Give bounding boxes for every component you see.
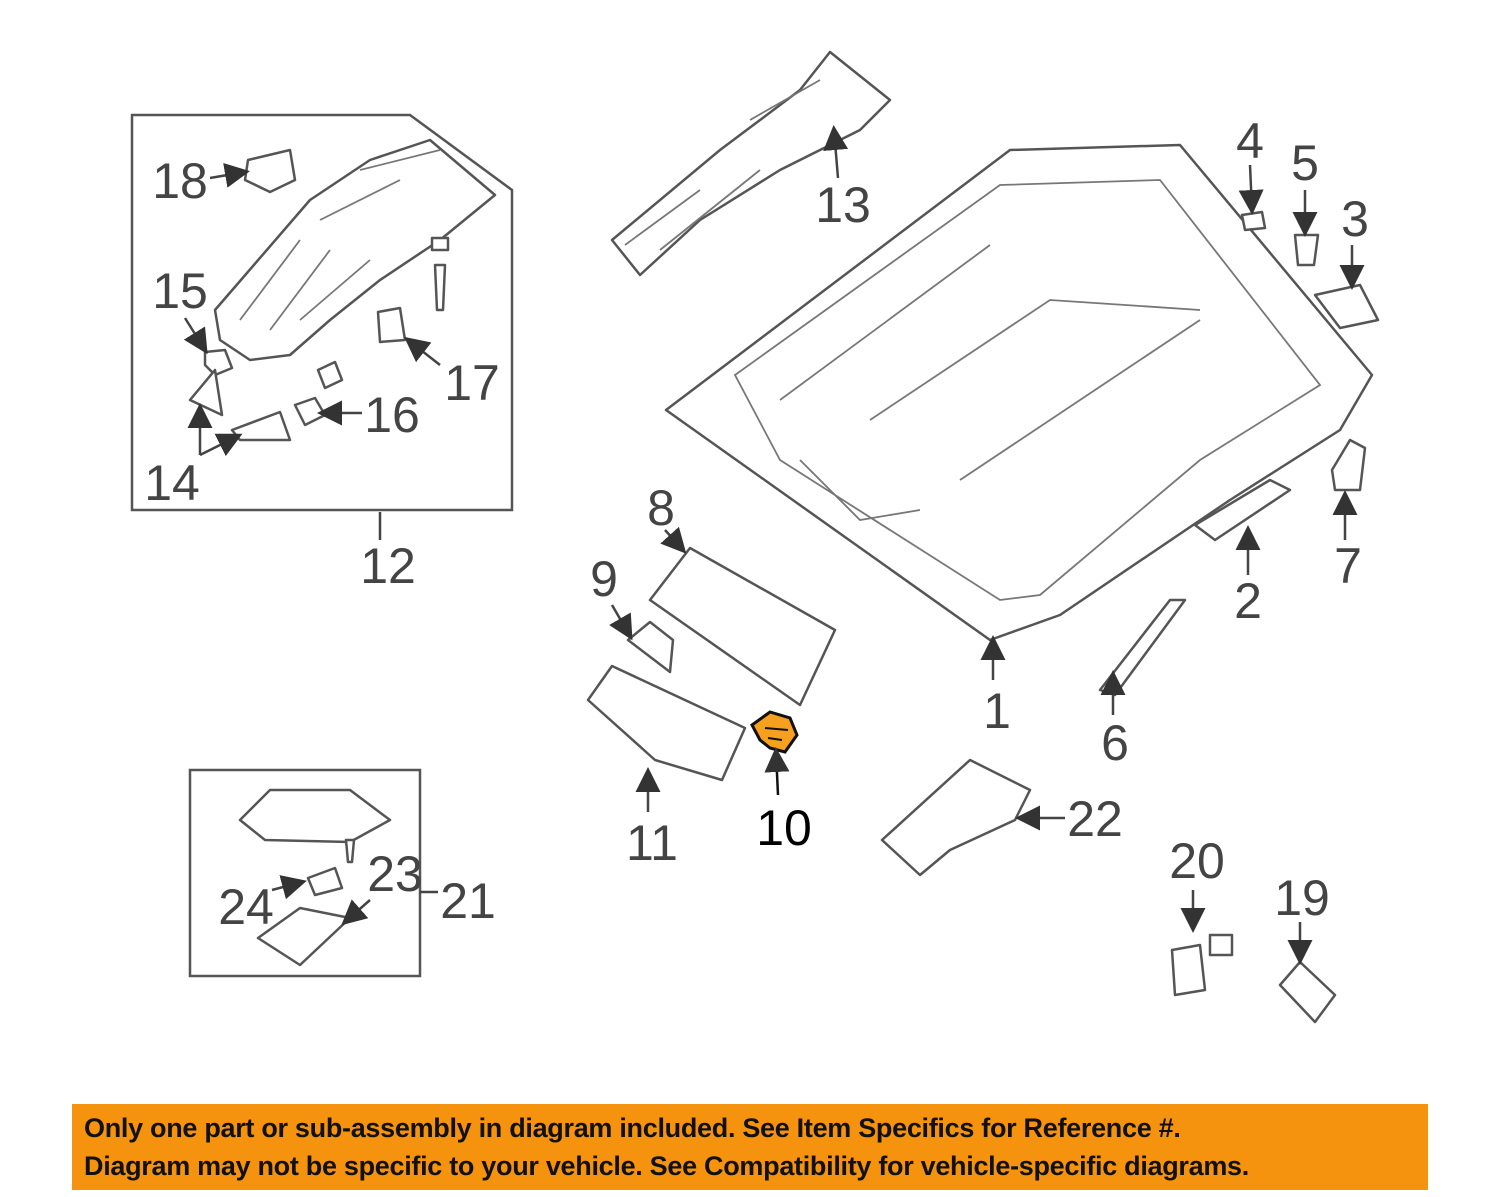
bracket-part <box>880 758 1032 877</box>
map-lamp <box>238 788 392 844</box>
nut-part <box>1240 210 1267 232</box>
bulb-part <box>203 348 234 377</box>
screw-part <box>344 838 356 864</box>
lens-part <box>188 368 224 417</box>
callout-14: 14 <box>144 455 200 511</box>
callout-24: 24 <box>218 879 274 935</box>
callout-18: 18 <box>152 153 208 209</box>
callout-12: 12 <box>360 538 416 594</box>
disclaimer-banner: Only one part or sub-assembly in diagram… <box>72 1104 1428 1190</box>
callout-9: 9 <box>590 551 618 607</box>
map-lamp-box <box>188 768 422 978</box>
visor-cover <box>626 620 675 674</box>
callout-20: 20 <box>1169 833 1225 889</box>
console-assembly-box <box>130 113 514 512</box>
highlighted-part-visor-clip <box>750 710 799 754</box>
callout-11: 11 <box>626 815 678 871</box>
screw-part <box>433 263 447 312</box>
overhead-console <box>213 138 497 362</box>
bulb-part <box>316 360 344 390</box>
callout-13: 13 <box>815 177 871 233</box>
callout-8: 8 <box>647 480 675 536</box>
callout-3: 3 <box>1341 191 1369 247</box>
sun-visor <box>648 546 837 707</box>
lens-part <box>230 410 292 442</box>
callout-15: 15 <box>152 263 208 319</box>
bulb-part <box>306 866 344 897</box>
callout-17: 17 <box>444 355 500 411</box>
headliner <box>664 143 1374 642</box>
switch-part <box>243 148 297 194</box>
callout-2: 2 <box>1234 573 1262 629</box>
clip-part <box>376 306 407 344</box>
clip-part <box>1293 233 1320 267</box>
callout-5: 5 <box>1291 135 1319 191</box>
callout-10-highlighted: 10 <box>756 800 812 856</box>
callout-7: 7 <box>1334 538 1362 594</box>
nut-part <box>430 236 450 252</box>
callout-4: 4 <box>1236 113 1264 169</box>
callout-19: 19 <box>1274 870 1330 926</box>
vanity-mirror <box>586 664 747 782</box>
lamp-part <box>1193 478 1292 542</box>
disclaimer-line-1: Only one part or sub-assembly in diagram… <box>84 1113 1181 1143</box>
callout-23: 23 <box>367 846 423 902</box>
hook-part <box>1330 438 1367 492</box>
callout-22: 22 <box>1067 791 1123 847</box>
bulb-part <box>293 396 327 427</box>
callout-1: 1 <box>983 683 1011 739</box>
parts-diagram: 18 15 17 16 14 12 13 4 5 3 8 9 7 2 1 6 1… <box>130 50 1380 1024</box>
rear-trim-panel <box>610 50 892 277</box>
callout-21: 21 <box>440 873 496 929</box>
callout-6: 6 <box>1101 715 1129 771</box>
callout-16: 16 <box>364 387 420 443</box>
wire-harness <box>1170 933 1234 997</box>
disclaimer-line-2: Diagram may not be specific to your vehi… <box>84 1151 1249 1181</box>
connector-part <box>1278 960 1337 1024</box>
